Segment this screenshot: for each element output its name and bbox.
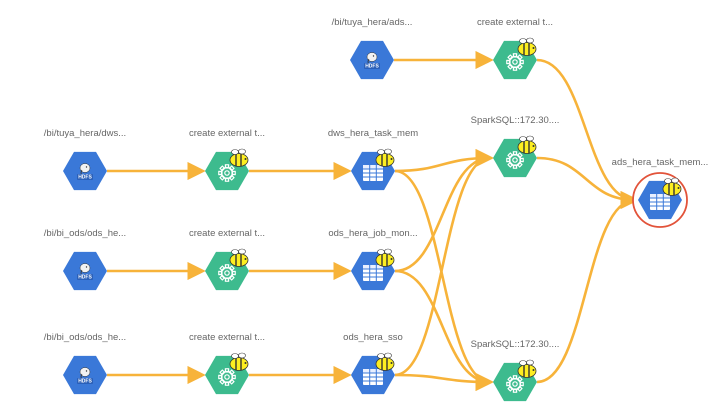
node-hdfs_dws[interactable]: HDFS/bi/tuya_hera/dws...: [44, 128, 126, 191]
table-grid-icon: [363, 265, 383, 281]
hive-bee-icon: [517, 359, 537, 378]
hive-bee-icon: [229, 248, 249, 267]
node-hdfs_ods2[interactable]: HDFS/bi/bi_ods/ods_he...: [44, 332, 126, 395]
gear-icon: [506, 375, 524, 393]
node-label: /bi/bi_ods/ods_he...: [44, 332, 126, 343]
gear-icon: [506, 53, 524, 71]
node-hdfs_ods1[interactable]: HDFS/bi/bi_ods/ods_he...: [44, 228, 126, 291]
hdfs-elephant-icon: HDFS: [364, 52, 380, 70]
node-tbl_dws[interactable]: dws_hera_task_mem: [328, 128, 418, 191]
node-label: SparkSQL::172.30....: [471, 339, 560, 350]
node-proc_ads[interactable]: create external t...: [477, 17, 553, 80]
hive-bee-icon: [375, 248, 395, 267]
table-grid-icon: [363, 369, 383, 385]
node-tbl_ods1[interactable]: ods_hera_job_mon...: [328, 228, 418, 291]
hive-bee-icon: [229, 352, 249, 371]
edge-proc_ads-to-target[interactable]: [536, 58, 639, 210]
edge-tbl_ods2-to-spark_1[interactable]: [394, 148, 494, 377]
edge-tbl_ods1-to-spark_1[interactable]: [394, 148, 494, 273]
table-grid-icon: [650, 194, 670, 210]
hive-bee-icon: [375, 148, 395, 167]
node-label: ods_hera_job_mon...: [328, 228, 417, 239]
edge-layer: [106, 50, 639, 392]
hdfs-badge: HDFS: [78, 175, 92, 181]
hdfs-elephant-icon: HDFS: [77, 263, 93, 281]
node-layer: HDFS/bi/tuya_hera/ads...create external …: [44, 17, 709, 402]
gear-icon: [218, 368, 236, 386]
gear-icon: [218, 264, 236, 282]
node-spark_1[interactable]: SparkSQL::172.30....: [471, 115, 560, 178]
table-grid-icon: [363, 165, 383, 181]
hdfs-badge: HDFS: [78, 275, 92, 281]
node-label: create external t...: [477, 17, 553, 28]
node-label: SparkSQL::172.30....: [471, 115, 560, 126]
node-target[interactable]: ads_hera_task_mem...: [612, 157, 709, 228]
hive-bee-icon: [229, 148, 249, 167]
node-label: /bi/tuya_hera/dws...: [44, 128, 126, 139]
node-label: ods_hera_sso: [343, 332, 403, 343]
node-label: create external t...: [189, 128, 265, 139]
hive-bee-icon: [517, 135, 537, 154]
hive-bee-icon: [662, 177, 682, 196]
node-label: ads_hera_task_mem...: [612, 157, 709, 168]
gear-icon: [506, 151, 524, 169]
node-proc_dws[interactable]: create external t...: [189, 128, 265, 191]
node-label: create external t...: [189, 228, 265, 239]
gear-icon: [218, 164, 236, 182]
node-label: dws_hera_task_mem: [328, 128, 418, 139]
edge-tbl_ods1-to-spark_2[interactable]: [394, 269, 494, 392]
node-proc_ods1[interactable]: create external t...: [189, 228, 265, 291]
edge-tbl_ods2-to-spark_2[interactable]: [394, 372, 494, 392]
node-label: /bi/bi_ods/ods_he...: [44, 228, 126, 239]
node-proc_ods2[interactable]: create external t...: [189, 332, 265, 395]
hdfs-elephant-icon: HDFS: [77, 367, 93, 385]
hdfs-badge: HDFS: [365, 64, 379, 70]
edge-spark_2-to-target[interactable]: [536, 190, 639, 384]
node-label: /bi/tuya_hera/ads...: [332, 17, 413, 28]
node-hdfs_ads[interactable]: HDFS/bi/tuya_hera/ads...: [332, 17, 413, 80]
hive-bee-icon: [517, 37, 537, 56]
hdfs-badge: HDFS: [78, 379, 92, 385]
node-spark_2[interactable]: SparkSQL::172.30....: [471, 339, 560, 402]
hdfs-elephant-icon: HDFS: [77, 163, 93, 181]
node-label: create external t...: [189, 332, 265, 343]
hive-bee-icon: [375, 352, 395, 371]
edge-tbl_dws-to-spark_2[interactable]: [394, 169, 494, 392]
node-tbl_ods2[interactable]: ods_hera_sso: [343, 332, 403, 395]
